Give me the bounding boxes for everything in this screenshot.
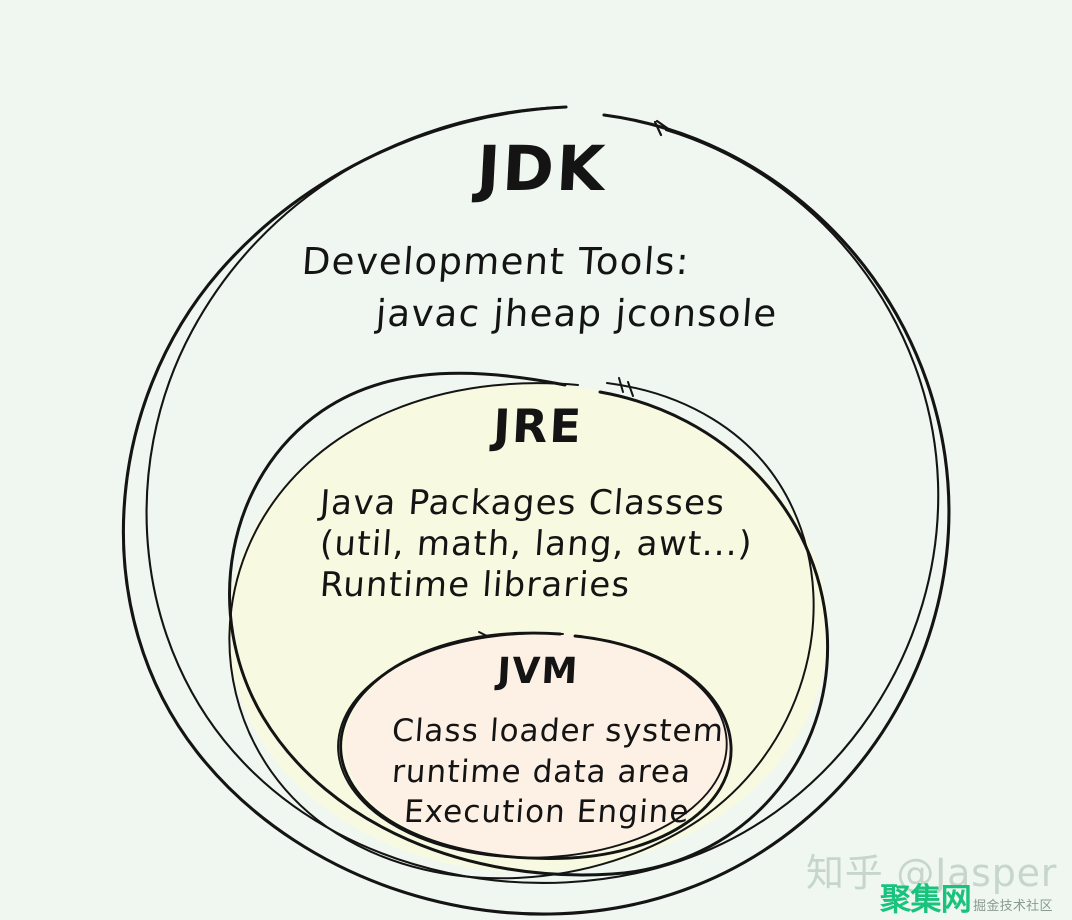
jvm-ellipse-fill xyxy=(345,633,731,857)
jre-circle-closure-tick xyxy=(618,377,634,397)
zhihu-watermark: 知乎 @Jasper xyxy=(806,851,1058,895)
juji-watermark-sub: 掘金技术社区 xyxy=(973,899,1053,914)
jre-circle-stroke-outer xyxy=(228,371,830,877)
jdk-circle-closure-tick xyxy=(653,119,669,137)
jvm-ellipse-closure-tick xyxy=(478,631,490,638)
jdk-circle-stroke-outer xyxy=(121,105,951,916)
jvm-ellipse-stroke-outer xyxy=(339,631,733,860)
juji-watermark: 聚集网 掘金技术社区 xyxy=(880,874,1053,919)
jvm-ellipse-stroke-inner xyxy=(337,632,728,859)
juji-watermark-main: 聚集网 xyxy=(880,882,972,918)
jre-circle-stroke-inner xyxy=(228,382,815,880)
jvm-ellipse xyxy=(337,631,733,860)
